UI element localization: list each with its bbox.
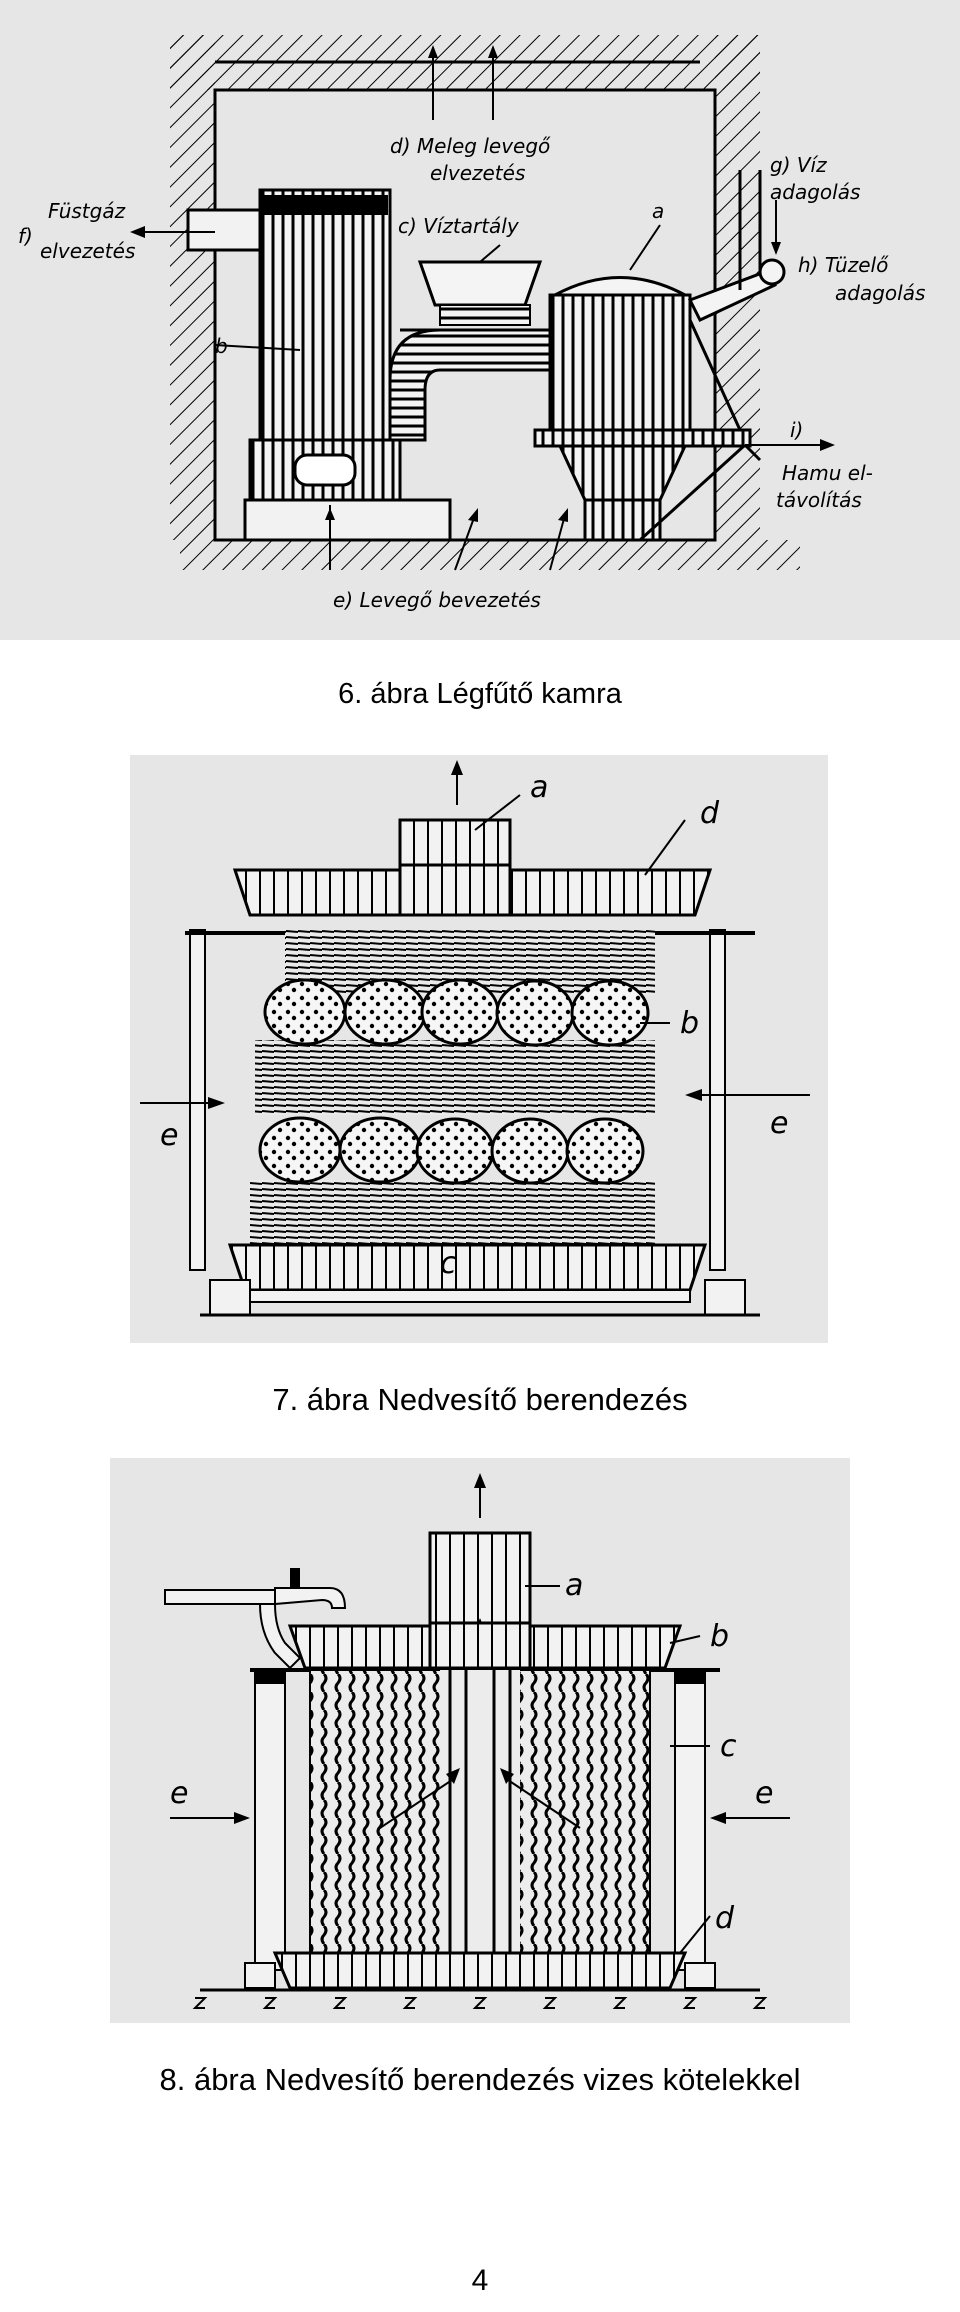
label-c: c) Víztartály <box>398 214 520 238</box>
label-e-left: e <box>170 1776 188 1811</box>
page-number: 4 <box>471 2264 489 2297</box>
figure-7-drawing: a d b c e e <box>140 760 810 1317</box>
figure-6-air-heating-chamber: d) Meleg levegő elvezetés c) Víztartály … <box>0 0 960 640</box>
label-i-prefix: i) <box>790 418 803 442</box>
water-pipe <box>164 1589 276 1605</box>
label-f-line2: elvezetés <box>40 239 135 263</box>
stove <box>548 293 692 437</box>
wet-ball-row-2 <box>258 1116 645 1185</box>
label-d: d <box>700 796 720 831</box>
figure-6-caption: 6. ábra Légfűtő kamra <box>338 678 622 710</box>
label-c: c <box>440 1246 457 1281</box>
label-e-left: e <box>160 1118 178 1153</box>
figure-8-humidifier-with-wet-ropes: a b c d e e <box>110 1458 850 2023</box>
heat-exchanger-column <box>258 188 392 447</box>
label-h-line2: adagolás <box>835 281 925 305</box>
figure-7-humidifier: a d b c e e <box>130 755 828 1343</box>
label-d: d <box>715 1901 735 1936</box>
label-a: a <box>652 199 664 223</box>
connecting-pipe <box>388 328 562 442</box>
figure-6-drawing: d) Meleg levegő elvezetés c) Víztartály … <box>18 35 925 612</box>
bottom-tray <box>227 1243 708 1292</box>
label-f-line1: Füstgáz <box>48 199 126 223</box>
left-wall <box>170 35 215 540</box>
label-c: c <box>720 1729 737 1764</box>
bottom-tray <box>272 1951 688 1990</box>
label-h-line1: h) Tüzelő <box>798 253 889 277</box>
label-e-right: e <box>770 1106 788 1141</box>
ground-marks <box>192 1997 768 2009</box>
label-b: b <box>215 334 228 358</box>
label-a: a <box>565 1568 583 1603</box>
label-b: b <box>680 1006 699 1041</box>
faucet-icon <box>274 1587 347 1609</box>
figure-7-caption: 7. ábra Nedvesítő berendezés <box>272 1382 688 1417</box>
label-a: a <box>530 770 548 805</box>
water-tank <box>417 260 543 307</box>
label-i-line2: távolítás <box>776 488 862 512</box>
label-e: e) Levegő bevezetés <box>333 588 541 612</box>
wet-ball-row-1 <box>263 978 650 1047</box>
label-b: b <box>710 1619 729 1654</box>
label-g-line1: g) Víz <box>770 153 827 177</box>
label-f-prefix: f) <box>18 224 33 248</box>
floor <box>180 540 800 570</box>
label-e-right: e <box>755 1776 773 1811</box>
label-d-line2: elvezetés <box>430 161 525 185</box>
label-d-line1: d) Meleg levegő <box>390 134 551 158</box>
figure-8-drawing: a b c d e e <box>164 1473 790 2009</box>
label-i-line1: Hamu el- <box>782 461 873 485</box>
label-g-line2: adagolás <box>770 180 860 204</box>
figure-8-caption: 8. ábra Nedvesítő berendezés vizes kötel… <box>159 2062 801 2097</box>
